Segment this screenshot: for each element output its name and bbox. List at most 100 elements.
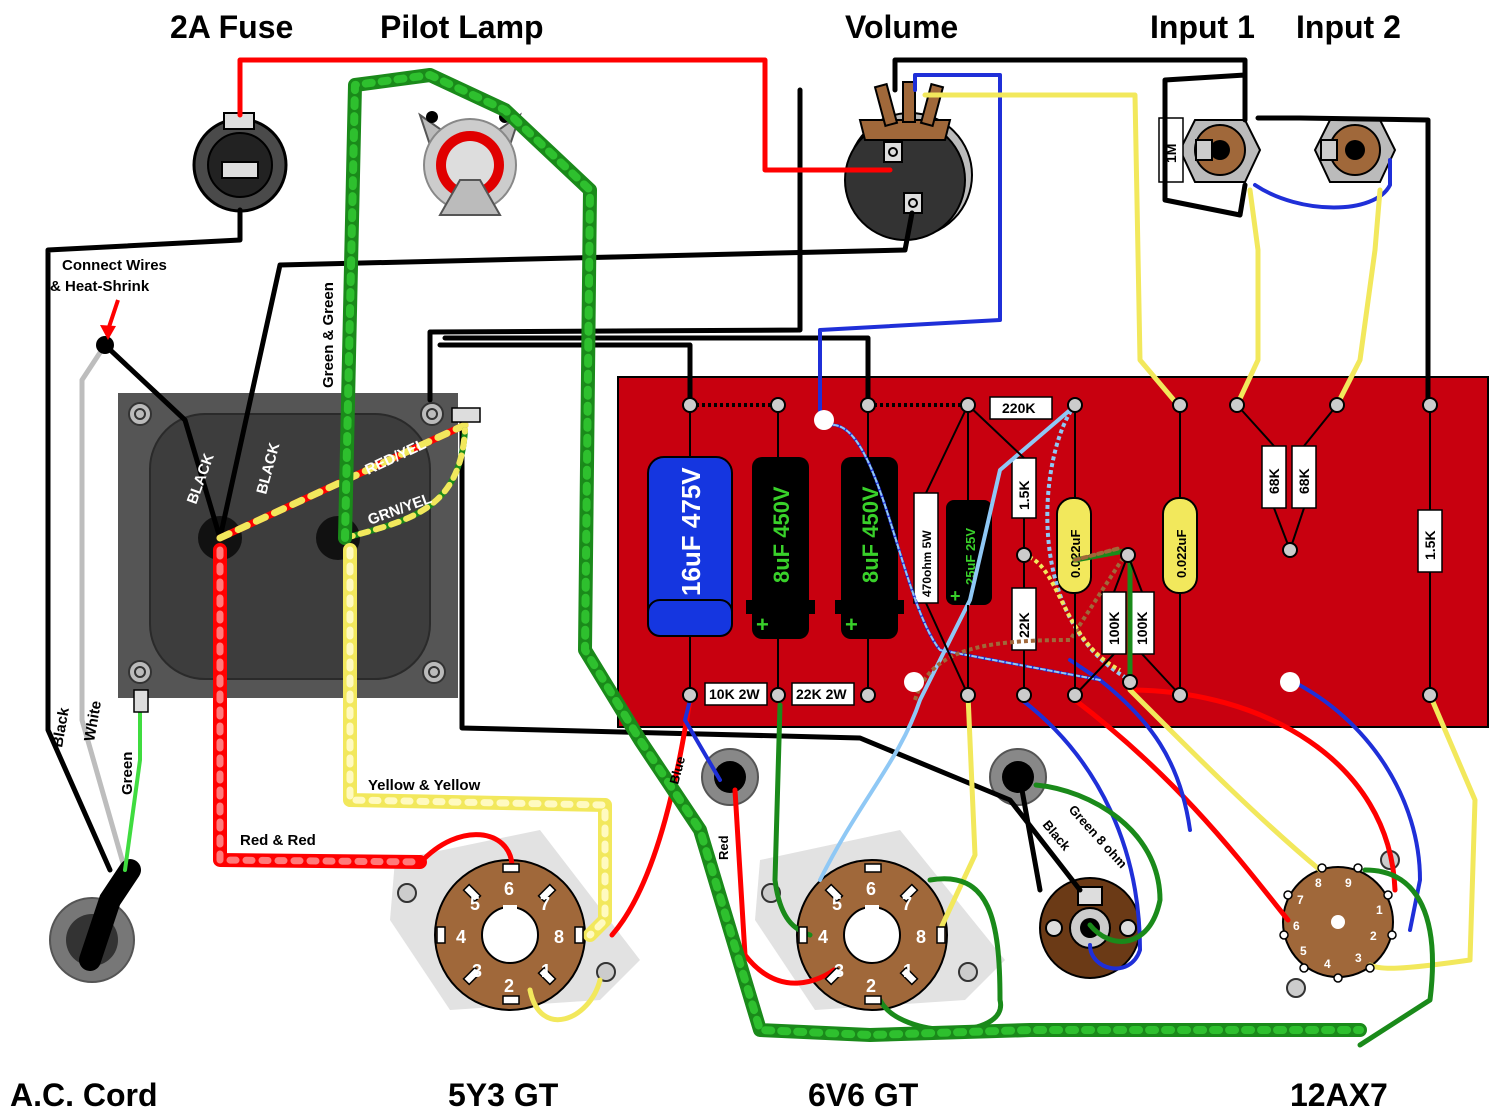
svg-text:1.5K: 1.5K xyxy=(1016,480,1032,510)
wires-yellow xyxy=(527,92,1478,1022)
svg-text:6: 6 xyxy=(866,879,876,899)
svg-text:3: 3 xyxy=(1355,951,1362,965)
input2-title: Input 2 xyxy=(1296,9,1401,45)
svg-text:22K 2W: 22K 2W xyxy=(796,686,847,702)
cap-8uf-b-label: 8uF 450V xyxy=(858,486,883,583)
cap-0022-a-label: 0.022uF xyxy=(1068,530,1083,578)
svg-text:7: 7 xyxy=(1297,893,1304,907)
power-tube-title: 6V6 GT xyxy=(808,1077,919,1113)
svg-text:1.5K: 1.5K xyxy=(1422,530,1438,560)
board-mount-holes xyxy=(814,410,1300,692)
svg-text:1: 1 xyxy=(541,961,551,981)
note-green-green: Green & Green xyxy=(320,282,337,388)
preamp-tube-title: 12AX7 xyxy=(1290,1077,1388,1113)
resistor-220k: 220K xyxy=(989,396,1053,420)
svg-text:2: 2 xyxy=(866,976,876,996)
turret-board xyxy=(617,376,1489,728)
svg-text:3: 3 xyxy=(834,961,844,981)
ac-cord-title: A.C. Cord xyxy=(10,1077,158,1113)
wires-blue xyxy=(683,73,1422,971)
svg-text:4: 4 xyxy=(456,927,466,947)
note-red-red: Red & Red xyxy=(240,832,316,849)
cap-0022-b: 0.022uF xyxy=(1162,497,1198,594)
svg-text:220K: 220K xyxy=(1002,400,1035,416)
label-cord-white: White xyxy=(81,700,105,743)
twisted-yellow-filament xyxy=(343,543,612,942)
pilot-lamp-title: Pilot Lamp xyxy=(380,9,544,45)
resistor-1-5k-b: 1.5K xyxy=(1417,509,1443,573)
note-heat-shrink: & Heat-Shrink xyxy=(50,278,150,295)
label-cord-green: Green xyxy=(119,752,136,795)
svg-text:3: 3 xyxy=(472,961,482,981)
svg-text:5: 5 xyxy=(470,894,480,914)
cap-0022-a: 0.022uF xyxy=(1056,497,1092,594)
cap-25uf: 25uF 25V + xyxy=(946,500,992,606)
input-jack-2 xyxy=(1313,119,1397,183)
svg-text:7: 7 xyxy=(902,894,912,914)
svg-text:68K: 68K xyxy=(1296,468,1312,494)
volume-title: Volume xyxy=(845,9,958,45)
svg-text:7: 7 xyxy=(540,894,550,914)
label-red: Red xyxy=(716,835,731,860)
rectifier-pin-numbers: 1 2 3 4 5 6 7 8 xyxy=(456,879,564,996)
wires-black xyxy=(45,57,1431,893)
svg-text:4: 4 xyxy=(818,927,828,947)
svg-text:2: 2 xyxy=(504,976,514,996)
label-blue: Blue xyxy=(666,755,688,786)
svg-text:100K: 100K xyxy=(1134,612,1150,645)
svg-text:22K: 22K xyxy=(1016,612,1032,638)
power-transformer xyxy=(118,393,458,698)
note-connect-wires: Connect Wires xyxy=(62,257,167,274)
cap-25uf-label: 25uF 25V xyxy=(963,528,978,585)
cap-16uf: 16uF 475V xyxy=(647,456,733,637)
svg-text:1: 1 xyxy=(903,961,913,981)
fuse-holder xyxy=(192,112,288,213)
rectifier-title: 5Y3 GT xyxy=(448,1077,559,1113)
svg-text:1: 1 xyxy=(1376,903,1383,917)
rectifier-pin-pads xyxy=(436,863,584,1005)
cap-8uf-b: 8uF 450V + xyxy=(835,457,904,639)
preamp-pin-pads xyxy=(1279,863,1397,983)
svg-text:6: 6 xyxy=(1293,919,1300,933)
svg-text:4: 4 xyxy=(1324,957,1331,971)
svg-text:68K: 68K xyxy=(1266,468,1282,494)
twisted-red-hv xyxy=(213,543,427,869)
svg-text:470ohm 5W: 470ohm 5W xyxy=(920,530,934,597)
fuse-title: 2A Fuse xyxy=(170,9,293,45)
svg-text:9: 9 xyxy=(1345,876,1352,890)
svg-text:2: 2 xyxy=(1370,929,1377,943)
resistor-68k-a: 68K xyxy=(1261,445,1287,509)
svg-text:5: 5 xyxy=(1300,944,1307,958)
input1-title: Input 1 xyxy=(1150,9,1255,45)
preamp-pin-numbers: 1 2 3 4 5 6 7 8 9 xyxy=(1293,876,1383,971)
label-cord-black: Black xyxy=(49,706,73,749)
cap-16uf-label: 16uF 475V xyxy=(676,467,706,596)
svg-text:8: 8 xyxy=(554,927,564,947)
volume-pot xyxy=(844,81,973,241)
svg-text:5: 5 xyxy=(832,894,842,914)
wire-white-cord xyxy=(79,342,128,873)
cap-8uf-a-plus: + xyxy=(756,612,769,637)
resistor-22k-2w: 22K 2W xyxy=(791,682,855,706)
resistor-1-5k-a: 1.5K xyxy=(1011,457,1037,519)
turret-terminals xyxy=(682,397,1438,703)
svg-text:8: 8 xyxy=(1315,876,1322,890)
svg-text:10K 2W: 10K 2W xyxy=(709,686,760,702)
svg-text:8: 8 xyxy=(916,927,926,947)
cap-0022-b-label: 0.022uF xyxy=(1174,530,1189,578)
cap-8uf-b-plus: + xyxy=(845,612,858,637)
resistor-100k-b: 100K xyxy=(1129,591,1155,655)
resistor-68k-b: 68K xyxy=(1291,445,1317,509)
svg-text:100K: 100K xyxy=(1106,612,1122,645)
board-leads xyxy=(689,404,1431,696)
power-tube-pin-pads xyxy=(798,863,946,1005)
input-jack-1 xyxy=(1178,119,1262,183)
twisted-green-heaters xyxy=(338,68,1367,1042)
power-tube-pin-numbers: 1 2 3 4 5 6 7 8 xyxy=(818,879,926,996)
pilot-lamp xyxy=(418,111,522,216)
cap-25uf-plus: + xyxy=(950,586,961,606)
cap-8uf-a-label: 8uF 450V xyxy=(769,486,794,583)
cap-8uf-a: 8uF 450V + xyxy=(746,457,815,639)
note-yellow-yellow: Yellow & Yellow xyxy=(368,777,481,794)
